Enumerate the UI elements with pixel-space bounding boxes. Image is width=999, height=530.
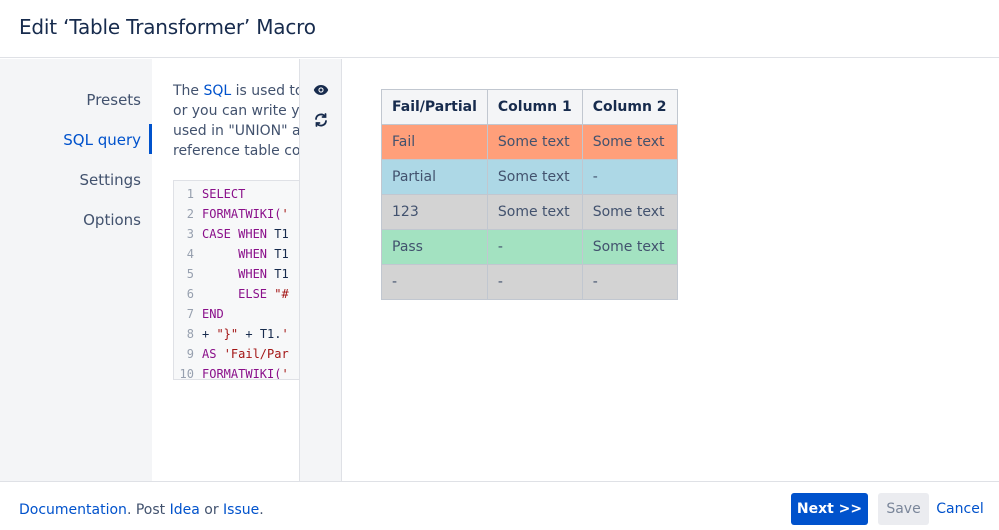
sidebar-item-settings[interactable]: Settings — [79, 171, 141, 189]
footer-text: or — [199, 502, 224, 518]
sidebar-item-presets[interactable]: Presets — [86, 91, 141, 109]
code-line: 9 AS 'Fail/Par — [174, 344, 299, 364]
footer-text: . Post — [126, 502, 170, 518]
code-line: 2 FORMATWIKI(' — [174, 204, 299, 224]
refresh-icon[interactable] — [312, 111, 330, 129]
code-token: + T1. — [238, 327, 282, 341]
code-token: "}" — [216, 327, 239, 341]
code-token: WHEN — [202, 267, 275, 281]
table-cell: Some text — [581, 124, 678, 160]
code-token: T1 — [274, 247, 289, 261]
line-number: 2 — [186, 207, 194, 221]
sidebar-nav: Presets SQL query Settings Options — [0, 59, 152, 481]
line-number: 3 — [186, 227, 194, 241]
table-cell: Pass — [381, 229, 488, 265]
code-token: 'Fail/Par — [223, 347, 289, 361]
code-token: ' — [281, 327, 289, 341]
dialog-header: Edit ‘Table Transformer’ Macro — [0, 0, 999, 58]
code-line: 4 WHEN T1 — [174, 244, 299, 264]
code-token: AS — [202, 347, 224, 361]
next-button[interactable]: Next >> — [791, 493, 868, 525]
column-header: Column 2 — [581, 89, 678, 125]
table-row: --- — [381, 264, 678, 300]
table-cell: Some text — [486, 159, 583, 195]
table-cell: Some text — [486, 124, 583, 160]
line-number: 5 — [186, 267, 194, 281]
table-cell: 123 — [381, 194, 488, 230]
line-number: 4 — [186, 247, 194, 261]
cancel-button[interactable]: Cancel — [934, 493, 986, 525]
column-header: Column 1 — [486, 89, 583, 125]
line-number: 10 — [179, 367, 194, 380]
preview-toolbar — [299, 59, 342, 481]
line-number: 1 — [186, 187, 194, 201]
code-token: T1 — [274, 267, 289, 281]
code-line: 8 + "}" + T1.' — [174, 324, 299, 344]
code-token: SELECT — [202, 187, 246, 201]
code-line: 1 SELECT — [174, 184, 299, 204]
table-cell: Partial — [381, 159, 488, 195]
column-header: Fail/Partial — [381, 89, 488, 125]
table-cell: - — [581, 159, 678, 195]
line-number: 9 — [186, 347, 194, 361]
code-token: + — [202, 327, 217, 341]
dialog-footer: Documentation. Post Idea or Issue. Next … — [0, 481, 999, 530]
save-button[interactable]: Save — [878, 493, 929, 525]
code-token: WHEN — [202, 247, 275, 261]
sidebar-item-sql-query[interactable]: SQL query — [63, 131, 141, 149]
code-token: ' — [281, 367, 289, 380]
code-token: ' — [281, 207, 289, 221]
line-number: 7 — [186, 307, 194, 321]
sql-description: The SQL is used to tr or you can write y… — [173, 81, 299, 161]
sidebar-item-options[interactable]: Options — [83, 211, 141, 229]
dialog-title: Edit ‘Table Transformer’ Macro — [19, 15, 316, 39]
table-cell: Some text — [581, 229, 678, 265]
code-line: 5 WHEN T1 — [174, 264, 299, 284]
line-number: 6 — [186, 287, 194, 301]
code-token: FORMATWIKI( — [202, 367, 282, 380]
code-token: "# — [274, 287, 289, 301]
description-text: The — [173, 83, 204, 99]
sql-editor-pane: The SQL is used to tr or you can write y… — [152, 59, 299, 481]
description-text: reference table colur — [173, 143, 299, 159]
idea-link[interactable]: Idea — [169, 502, 200, 518]
code-token: CASE WHEN — [202, 227, 275, 241]
active-tab-indicator — [149, 124, 152, 154]
code-line: 6 ELSE "# — [174, 284, 299, 304]
footer-links: Documentation. Post Idea or Issue. — [19, 502, 264, 518]
description-text: or you can write you — [173, 103, 299, 119]
table-header-row: Fail/Partial Column 1 Column 2 — [381, 89, 678, 125]
table-cell: Some text — [486, 194, 583, 230]
table-cell: - — [581, 264, 678, 300]
description-text: used in "UNION" anc — [173, 123, 299, 139]
code-token: END — [202, 307, 224, 321]
table-cell: - — [486, 264, 583, 300]
table-cell: - — [486, 229, 583, 265]
code-token: FORMATWIKI( — [202, 207, 282, 221]
table-cell: Some text — [581, 194, 678, 230]
code-line: 7 END — [174, 304, 299, 324]
code-line: 10 FORMATWIKI(' — [174, 364, 299, 380]
line-number: 8 — [186, 327, 194, 341]
issue-link[interactable]: Issue — [223, 502, 260, 518]
code-token: T1 — [274, 227, 289, 241]
eye-icon[interactable] — [312, 81, 330, 99]
description-text: is used to tr — [235, 83, 299, 99]
code-token: ELSE — [202, 287, 275, 301]
footer-text: . — [259, 502, 264, 518]
table-cell: Fail — [381, 124, 488, 160]
code-line: 3 CASE WHEN T1 — [174, 224, 299, 244]
documentation-link[interactable]: Documentation — [19, 502, 127, 518]
table-row: Pass-Some text — [381, 229, 678, 265]
table-cell: - — [381, 264, 488, 300]
sql-link[interactable]: SQL — [203, 83, 232, 99]
